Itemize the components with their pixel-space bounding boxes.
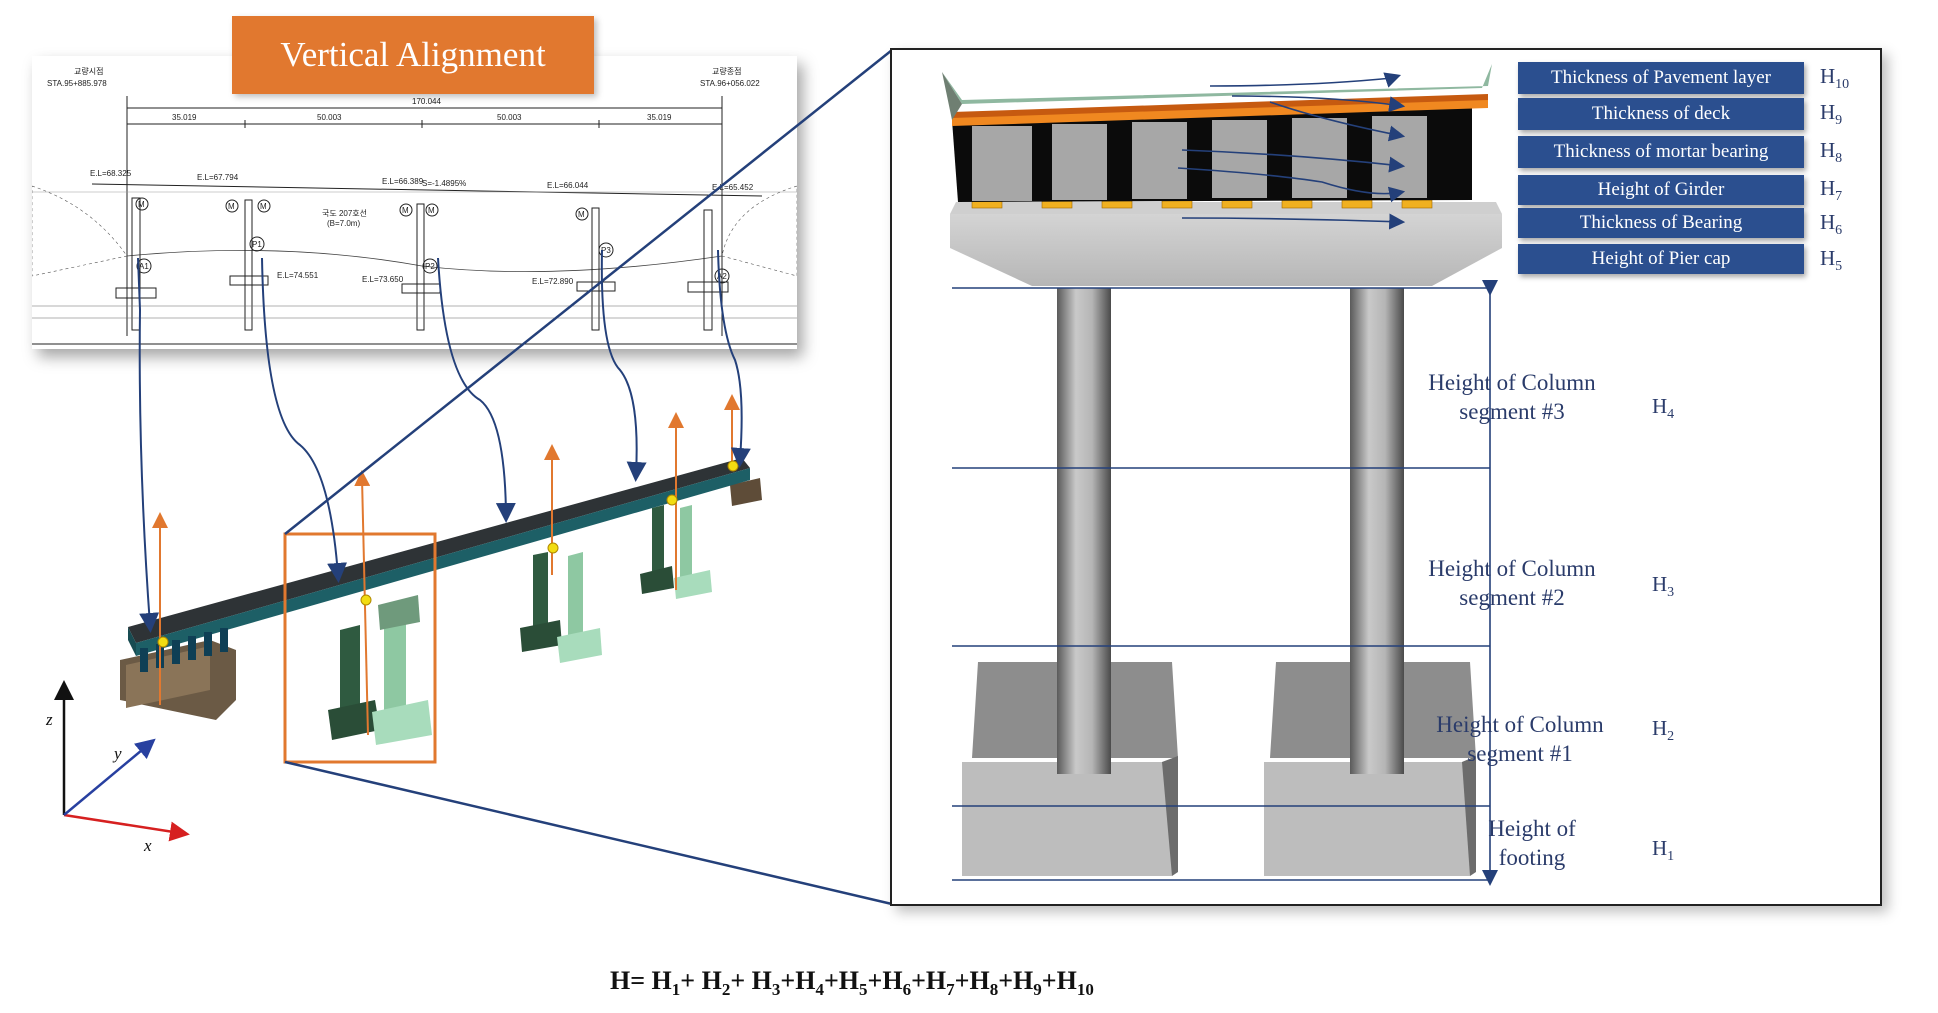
term-6: H6+ (882, 966, 926, 1000)
span-1: 35.019 (172, 113, 197, 122)
label-pavement-thickness: Thickness of Pavement layer (1518, 62, 1804, 94)
key-h5: H5 (1820, 246, 1843, 275)
term-2: H2+ (701, 966, 752, 1000)
bottom-elevation-3: E.L=72.890 (532, 277, 574, 286)
station-end-top: 교량종점 (712, 66, 741, 76)
deck-slab (952, 98, 1488, 126)
term-5: H5+ (838, 966, 883, 1000)
height-formula: H= H1+ H2+ H3+H4+H5+H6+H7+H8+H9+H10 (610, 966, 1094, 1000)
key-h9: H9 (1820, 100, 1843, 129)
mark-m-3: M (260, 202, 267, 211)
term-8: H8+ (969, 966, 1014, 1000)
term-7: H7+ (925, 966, 970, 1000)
support-a2: A2 (717, 272, 727, 281)
mark-m-2: M (228, 202, 235, 211)
elevation-2: E.L=67.794 (197, 173, 239, 182)
key-h3: H3 (1652, 572, 1675, 601)
road-label: 국도 207호선 (322, 209, 367, 218)
key-h1: H1 (1652, 836, 1675, 865)
key-h8: H8 (1820, 138, 1843, 167)
pier-1 (340, 625, 360, 720)
station-end: STA.96+056.022 (700, 79, 760, 88)
axis-z-label: z (46, 710, 53, 729)
label-mortar-bearing-thickness: Thickness of mortar bearing (1518, 136, 1804, 168)
term-4: H4+ (795, 966, 839, 1000)
axis-x-label: x (144, 836, 152, 855)
key-h4: H4 (1652, 394, 1675, 423)
term-3: H3+ (751, 966, 796, 1000)
mark-m-1: M (138, 200, 145, 209)
mark-m-5: M (428, 206, 435, 215)
vertical-alignment-title: Vertical Alignment (232, 16, 594, 94)
elevation-3: E.L=66.389 (382, 177, 424, 186)
column-right (1350, 288, 1404, 774)
term-1: H1+ (651, 966, 702, 1000)
support-p2: P2 (425, 262, 435, 271)
key-h10: H10 (1820, 64, 1850, 93)
key-h7: H7 (1820, 176, 1843, 205)
pavement-layer (942, 64, 1492, 104)
pier-2 (533, 552, 548, 632)
label-pier-cap-height: Height of Pier cap (1518, 244, 1804, 274)
selected-pier-box (283, 532, 437, 764)
grade-label: S=-1.4895% (422, 179, 466, 188)
bottom-elevation-1: E.L=74.551 (277, 271, 319, 280)
span-2: 50.003 (317, 113, 342, 122)
elevation-1: E.L=68.325 (90, 169, 132, 178)
abutment-right (730, 478, 762, 506)
elevation-5: E.L=65.452 (712, 183, 754, 192)
key-h2: H2 (1652, 716, 1675, 745)
term-10: H10 (1056, 966, 1094, 1000)
formula-lhs: H= (610, 966, 652, 995)
mark-m-6: M (578, 210, 585, 219)
label-girder-height: Height of Girder (1518, 175, 1804, 205)
term-9: H9+ (1013, 966, 1057, 1000)
road-sub: (B=7.0m) (327, 219, 360, 228)
support-p1: P1 (252, 240, 262, 249)
station-start: STA.95+885.978 (47, 79, 107, 88)
span-4: 35.019 (647, 113, 672, 122)
pier-cap (950, 214, 1502, 286)
vertical-profile-drawing: 교량시점 STA.95+885.978 교량종점 STA.96+056.022 … (32, 56, 797, 349)
pier-detail-panel: Thickness of Pavement layer Thickness of… (890, 48, 1882, 906)
pier-3 (652, 505, 664, 574)
support-p3: P3 (601, 246, 611, 255)
key-h6: H6 (1820, 210, 1843, 239)
bearings (971, 199, 1433, 209)
label-bearing-thickness: Thickness of Bearing (1518, 208, 1804, 238)
column-left (1057, 288, 1111, 774)
bottom-elevation-2: E.L=73.650 (362, 275, 404, 284)
axis-y-label: y (114, 744, 122, 763)
span-3: 50.003 (497, 113, 522, 122)
label-deck-thickness: Thickness of deck (1518, 98, 1804, 130)
station-start-top: 교량시점 (74, 66, 103, 76)
support-a1: A1 (139, 262, 149, 271)
mark-m-4: M (402, 206, 409, 215)
elevation-4: E.L=66.044 (547, 181, 589, 190)
total-length: 170.044 (412, 97, 441, 106)
